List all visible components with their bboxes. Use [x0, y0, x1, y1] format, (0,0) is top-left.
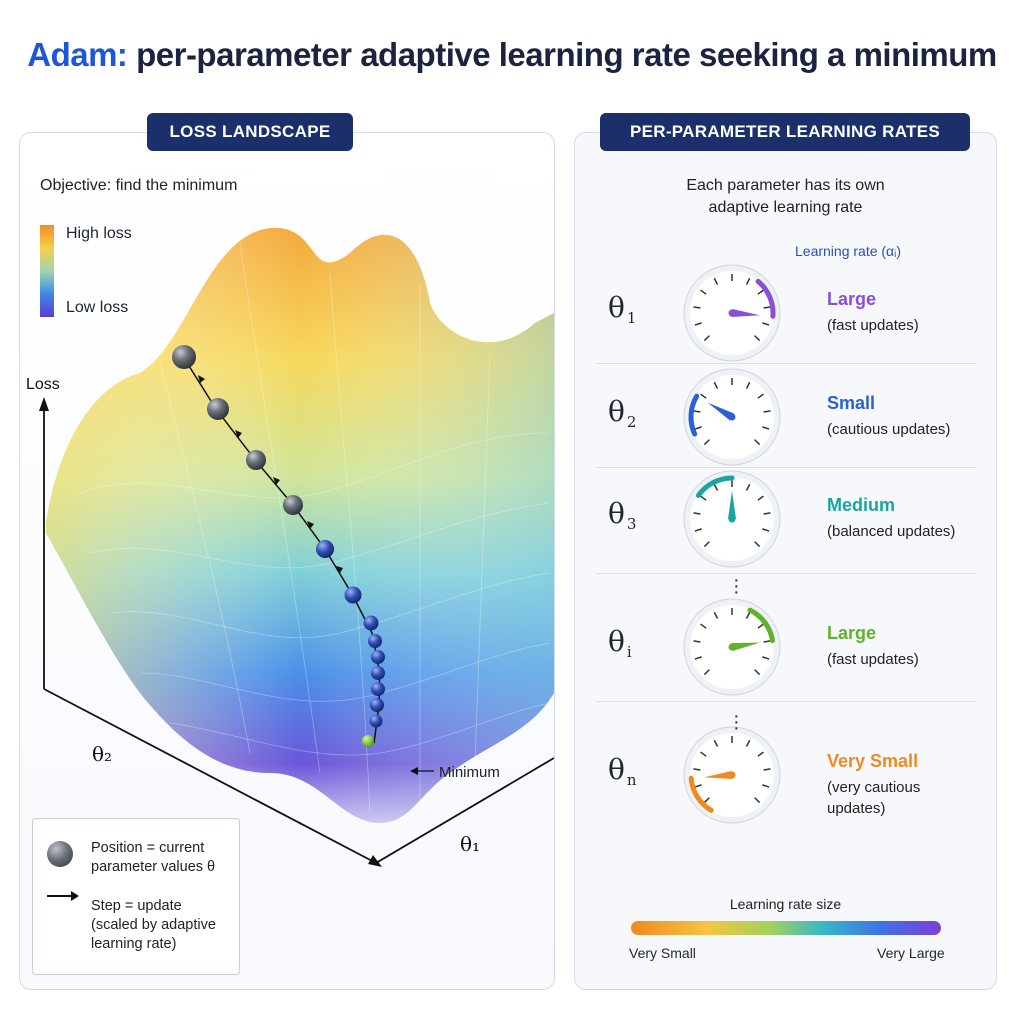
objective-text: Objective: find the minimum — [40, 177, 238, 194]
learning-rate-gauge — [683, 368, 781, 466]
step-balls — [172, 345, 385, 747]
loss-axis-label: Loss — [26, 376, 60, 393]
row-separator — [595, 363, 976, 364]
step-ball — [344, 586, 362, 604]
rate-description: (balanced updates) — [827, 523, 956, 540]
subtitle-line1: Each parameter has its own — [686, 177, 885, 194]
learning-rates-header: PER-PARAMETER LEARNING RATES — [600, 113, 970, 151]
rate-name: Very Small — [827, 751, 919, 771]
loss-surface: Minimum Loss θ₂ θ₁ — [26, 227, 554, 867]
step-arrow-icon — [47, 891, 79, 901]
learning-rate-gauge — [683, 264, 781, 362]
page-title: Adam: per-parameter adaptive learning ra… — [0, 36, 1024, 74]
rate-name: Large — [827, 623, 877, 643]
gauge-needle — [731, 309, 760, 317]
step-ball — [207, 398, 229, 420]
gauge-needle — [707, 402, 735, 421]
low-loss-label: Low loss — [66, 299, 129, 316]
gauge-annotation: Learning rate (αᵢ) — [795, 243, 902, 259]
gauge-needle — [731, 642, 760, 651]
rate-name: Large — [827, 289, 877, 309]
position-ball-icon — [47, 841, 73, 867]
ellipsis-dots: ··· — [733, 705, 740, 739]
learning-rate-gauge — [683, 470, 781, 568]
theta1-axis-label: θ₁ — [460, 832, 480, 856]
title-accent: Adam: — [27, 36, 128, 73]
row-separator — [595, 701, 976, 702]
step-ball — [370, 698, 384, 712]
learning-rate-gauge — [683, 598, 781, 696]
step-ball — [246, 450, 266, 470]
row-separator — [595, 573, 976, 574]
rate-name: Medium — [827, 495, 896, 515]
step-ball — [368, 634, 382, 648]
scale-title: Learning rate size — [729, 896, 842, 912]
loss-color-scale — [40, 225, 54, 317]
minimum-ball — [362, 735, 374, 747]
learning-rates-panel: PER-PARAMETER LEARNING RATES Each parame… — [574, 113, 997, 990]
rate-description: (fast updates) — [827, 651, 919, 668]
legend-step-text: Step = update (scaled by adaptive learni… — [91, 898, 216, 952]
step-ball — [283, 495, 303, 515]
rate-name: Small — [827, 393, 876, 413]
step-ball — [371, 666, 385, 680]
high-loss-label: High loss — [66, 225, 132, 242]
learning-rate-gauge — [683, 726, 781, 824]
step-ball — [371, 650, 385, 664]
step-ball — [363, 615, 379, 631]
ellipsis-dots: ··· — [733, 569, 740, 603]
loss-landscape-header: LOSS LANDSCAPE — [147, 113, 353, 151]
theta2-axis-label: θ₂ — [92, 742, 112, 766]
step-ball — [316, 540, 334, 558]
gauge-needle — [704, 771, 733, 779]
gauge-needle — [728, 491, 736, 519]
step-ball — [369, 714, 383, 728]
title-rest: per-parameter adaptive learning rate see… — [136, 36, 997, 73]
legend-position-text: Position = current parameter values θ — [91, 840, 216, 875]
step-ball — [371, 682, 385, 696]
theta2-axis-arrowhead — [368, 855, 382, 867]
row-separator — [595, 467, 976, 468]
scale-min-label: Very Small — [629, 945, 696, 961]
learning-rate-scale-bar — [631, 921, 941, 935]
rate-description: (very cautious updates) — [827, 779, 921, 817]
scale-max-label: Very Large — [877, 945, 945, 961]
minimum-label: Minimum — [439, 764, 500, 781]
loss-axis-arrowhead — [39, 397, 49, 411]
subtitle-line2: adaptive learning rate — [708, 199, 863, 216]
legend-box: Position = current parameter values θ St… — [32, 818, 240, 975]
step-ball — [172, 345, 196, 369]
loss-landscape-panel: LOSS LANDSCAPE Objective: find the minim… — [19, 113, 555, 990]
rate-description: (cautious updates) — [827, 421, 951, 438]
rate-description: (fast updates) — [827, 317, 919, 334]
